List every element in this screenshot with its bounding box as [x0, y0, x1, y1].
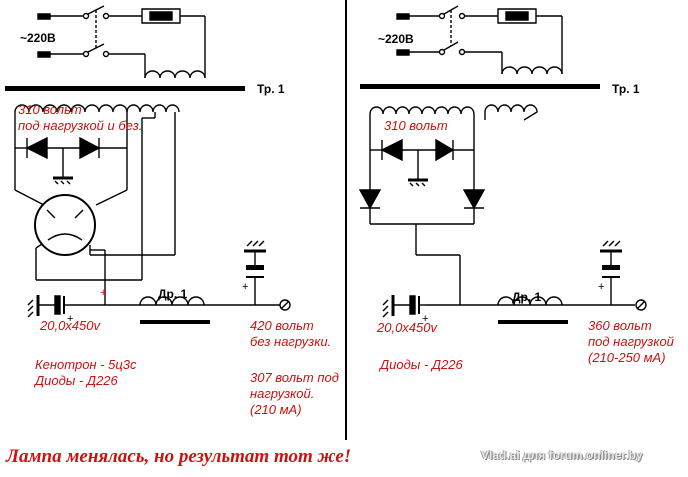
- right-power-switch: [444, 6, 465, 55]
- right-hv-winding: [370, 107, 474, 114]
- left-hv-winding: [15, 105, 127, 112]
- right-input-capacitor: [383, 295, 425, 317]
- left-choke: [140, 297, 210, 324]
- right-output-terminal: [636, 300, 646, 310]
- right-diode-c: [360, 190, 380, 208]
- left-choke-label: Др. 1: [158, 287, 188, 301]
- left-power-switch: [88, 6, 109, 57]
- left-input-cap-label: 20,0х450v: [40, 318, 100, 333]
- right-transformer-label: Тр. 1: [612, 82, 640, 96]
- left-winding-note-2: под нагрузкой и без.: [18, 118, 143, 133]
- right-circuit: [360, 6, 646, 324]
- right-diode-a: [382, 140, 402, 160]
- left-output-no-load-1: 420 вольт: [250, 318, 314, 333]
- watermark: Vlad.ai для forum.onliner.by: [481, 448, 643, 462]
- right-transformer-core: [360, 84, 600, 89]
- left-component-diodes: Диоды - Д226: [35, 373, 118, 388]
- right-output-2: под нагрузкой: [588, 334, 674, 349]
- right-output-1: 360 вольт: [588, 318, 652, 333]
- right-primary-winding: [502, 67, 562, 74]
- svg-text:+: +: [422, 313, 428, 325]
- left-diode-b: [80, 138, 99, 158]
- svg-text:+: +: [100, 287, 106, 299]
- left-winding-note-1: 310 вольт: [18, 102, 82, 117]
- left-diode-a: [27, 138, 47, 158]
- left-fuse: [108, 9, 205, 78]
- right-choke: [498, 297, 568, 324]
- left-kenotron-tube: [35, 195, 95, 255]
- right-fuse: [464, 9, 562, 74]
- left-transformer-core: [5, 86, 245, 91]
- svg-text:+: +: [67, 313, 73, 325]
- left-output-load-1: 307 вольт под: [250, 370, 339, 385]
- right-mains-voltage-label: ~220В: [378, 32, 414, 46]
- left-output-terminal: [280, 300, 290, 310]
- left-primary-winding: [145, 71, 205, 78]
- right-winding-note: 310 вольт: [384, 118, 448, 133]
- right-filament-winding: [485, 105, 537, 120]
- right-diode-d: [464, 190, 484, 208]
- right-choke-label: Др. 1: [512, 290, 542, 304]
- left-output-no-load-2: без нагрузки.: [250, 334, 332, 349]
- left-output-load-2: нагрузкой.: [250, 386, 315, 401]
- left-circuit: [5, 6, 290, 324]
- left-mains-plug: [38, 14, 89, 58]
- right-component-diodes: Диоды - Д226: [380, 357, 463, 372]
- right-output-3: (210-250 мА): [588, 350, 666, 365]
- right-input-cap-label: 20,0х450v: [377, 320, 437, 335]
- left-transformer-label: Тр. 1: [257, 82, 285, 96]
- right-mains-plug: [397, 14, 445, 56]
- svg-text:+: +: [242, 281, 248, 293]
- right-diode-b: [436, 140, 453, 160]
- left-filament-winding: [127, 105, 179, 112]
- svg-text:+: +: [598, 281, 604, 293]
- left-mains-voltage-label: ~220В: [20, 31, 56, 45]
- left-output-capacitor: [244, 241, 266, 305]
- left-component-kenotron: Кенотрон - 5ц3с: [35, 357, 137, 372]
- left-input-capacitor: [28, 295, 70, 317]
- right-output-capacitor: [600, 241, 622, 305]
- result-caption: Лампа менялась, но результат тот же!: [6, 446, 352, 467]
- left-output-load-3: (210 мА): [250, 402, 302, 417]
